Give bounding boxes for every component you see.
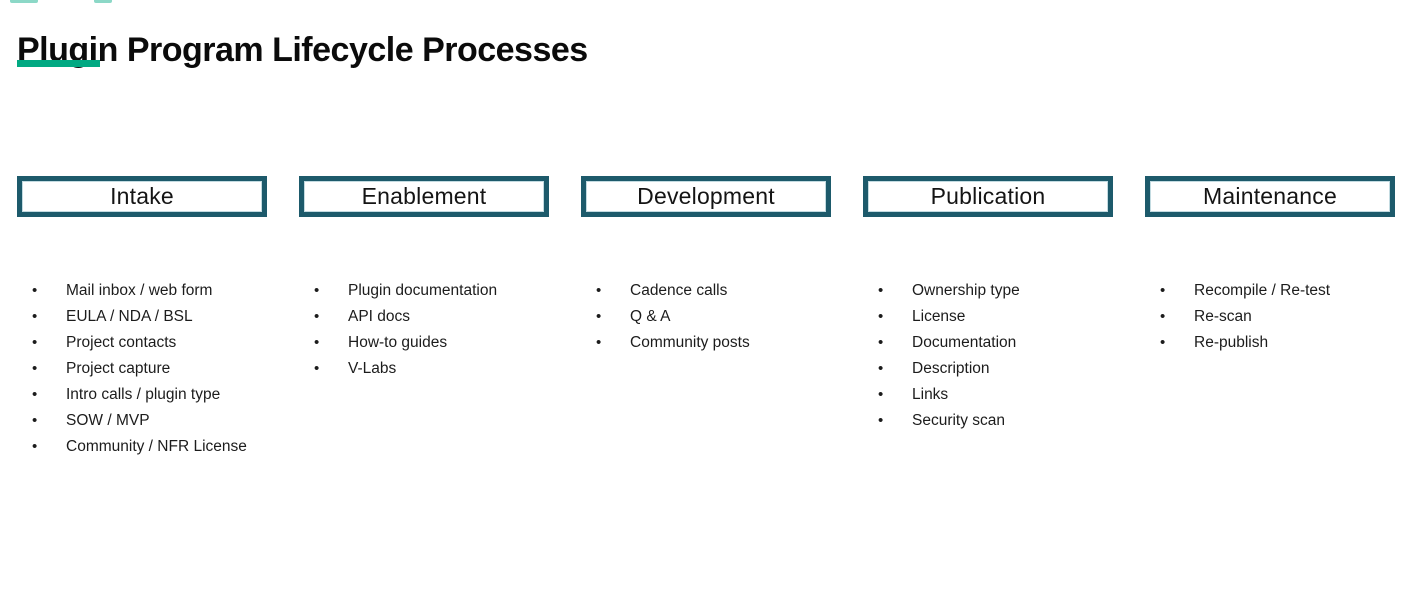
lifecycle-column: Development Cadence callsQ & ACommunity … xyxy=(581,176,831,460)
stage-item: EULA / NDA / BSL xyxy=(17,304,267,330)
stage-item-list: Ownership typeLicenseDocumentationDescri… xyxy=(863,278,1113,434)
lifecycle-columns: Intake Mail inbox / web formEULA / NDA /… xyxy=(17,176,1410,460)
stage-item: Re-publish xyxy=(1145,330,1395,356)
stage-header-box: Intake xyxy=(17,176,267,217)
stage-header-label: Publication xyxy=(930,183,1046,209)
lifecycle-column: Enablement Plugin documentationAPI docsH… xyxy=(299,176,549,460)
stage-item: License xyxy=(863,304,1113,330)
stage-item: Plugin documentation xyxy=(299,278,549,304)
stage-item: Intro calls / plugin type xyxy=(17,382,267,408)
stage-header-box: Maintenance xyxy=(1145,176,1395,217)
stage-item: Mail inbox / web form xyxy=(17,278,267,304)
title-accent-underline xyxy=(17,60,100,67)
stage-header-box: Development xyxy=(581,176,831,217)
stage-item: V-Labs xyxy=(299,356,549,382)
stage-item-list: Cadence callsQ & ACommunity posts xyxy=(581,278,831,356)
stage-item: Description xyxy=(863,356,1113,382)
stage-item: SOW / MVP xyxy=(17,408,267,434)
stage-item: Security scan xyxy=(863,408,1113,434)
stage-item: Recompile / Re-test xyxy=(1145,278,1395,304)
cropped-green-artifact xyxy=(10,0,38,3)
stage-header-label: Intake xyxy=(110,183,174,209)
stage-item-list: Recompile / Re-testRe-scanRe-publish xyxy=(1145,278,1395,356)
stage-item: Project contacts xyxy=(17,330,267,356)
stage-header-box: Enablement xyxy=(299,176,549,217)
stage-item: Project capture xyxy=(17,356,267,382)
stage-item: Community posts xyxy=(581,330,831,356)
lifecycle-column: Maintenance Recompile / Re-testRe-scanRe… xyxy=(1145,176,1395,460)
stage-item: Q & A xyxy=(581,304,831,330)
lifecycle-column: Intake Mail inbox / web formEULA / NDA /… xyxy=(17,176,267,460)
stage-item-list: Plugin documentationAPI docsHow-to guide… xyxy=(299,278,549,382)
stage-item: Ownership type xyxy=(863,278,1113,304)
stage-item: Cadence calls xyxy=(581,278,831,304)
stage-header-label: Development xyxy=(637,183,775,209)
stage-item: Re-scan xyxy=(1145,304,1395,330)
stage-item: Documentation xyxy=(863,330,1113,356)
stage-header-box: Publication xyxy=(863,176,1113,217)
stage-item: How-to guides xyxy=(299,330,549,356)
stage-item: API docs xyxy=(299,304,549,330)
cropped-green-artifact xyxy=(94,0,112,3)
stage-item: Community / NFR License xyxy=(17,434,267,460)
lifecycle-column: Publication Ownership typeLicenseDocumen… xyxy=(863,176,1113,460)
stage-item: Links xyxy=(863,382,1113,408)
page-title: Plugin Program Lifecycle Processes xyxy=(17,30,588,69)
stage-header-label: Enablement xyxy=(361,183,487,209)
stage-header-label: Maintenance xyxy=(1203,183,1337,209)
stage-item-list: Mail inbox / web formEULA / NDA / BSLPro… xyxy=(17,278,267,460)
